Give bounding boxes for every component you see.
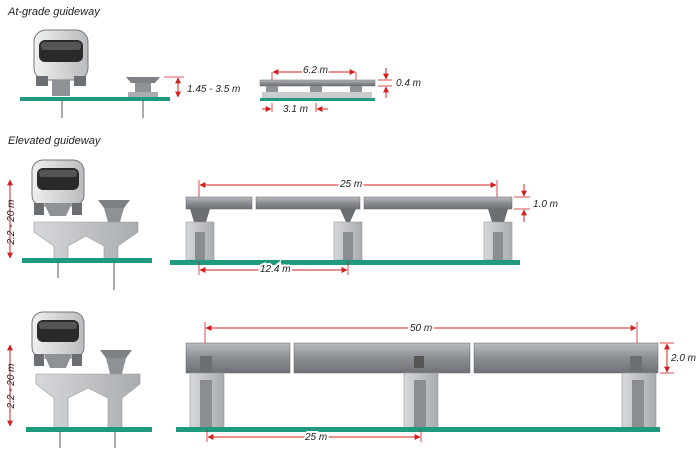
rail-support xyxy=(135,83,151,93)
elevated-2-beam-depth-label: 2.0 m xyxy=(670,353,696,364)
at-grade-beam-depth-label: 0.4 m xyxy=(396,78,421,89)
pier xyxy=(621,372,657,429)
at-grade-height-label: 1.45 - 3.5 m xyxy=(187,84,240,95)
bearing xyxy=(414,356,424,368)
pier xyxy=(185,221,215,261)
bearing xyxy=(488,209,508,222)
pier xyxy=(333,221,363,261)
beam-segment xyxy=(185,196,253,210)
elevated-2-span-label: 50 m xyxy=(410,323,432,334)
beam-segment xyxy=(473,342,659,374)
rail-support xyxy=(104,208,124,222)
bearing xyxy=(340,209,356,222)
pier xyxy=(483,221,513,261)
tie xyxy=(266,86,278,96)
elevated-1-cross-section: 2.2 - 20 m xyxy=(6,159,152,290)
elevated-1-height-label: 2.2 - 20 m xyxy=(6,199,17,245)
bearing xyxy=(630,356,642,376)
ground-line xyxy=(20,97,170,101)
guideway-rail xyxy=(100,350,132,358)
elevated-2-side-view: 50 m 25 m 2.0 m xyxy=(176,321,696,445)
at-grade-span-label: 6.2 m xyxy=(303,65,328,76)
tie xyxy=(310,86,322,96)
at-grade-tie-spacing-label: 3.1 m xyxy=(283,104,308,115)
elevated-2-height-label: 2.2 - 20 m xyxy=(6,363,17,409)
beam-segment xyxy=(363,196,513,210)
at-grade-side-view: 6.2 m 3.1 m 0.4 m xyxy=(259,64,421,115)
guideway-rail xyxy=(126,77,160,83)
pier xyxy=(403,372,439,429)
at-grade-cross-section: 1.45 - 3.5 m xyxy=(20,29,240,118)
beam-segment xyxy=(255,196,361,210)
rail-base xyxy=(128,92,158,98)
bearing xyxy=(190,209,210,222)
ground-line xyxy=(22,258,152,263)
beam-segment xyxy=(293,342,471,374)
vehicle-at-grade xyxy=(33,29,89,96)
elevated-1-side-view: 25 m 12.4 m 1.0 m xyxy=(170,177,558,277)
guideway-rail xyxy=(98,200,130,208)
elevated-2-cross-section: 2.2 - 20 m xyxy=(6,311,152,448)
elevated-1-beam-depth-label: 1.0 m xyxy=(533,199,558,210)
tie xyxy=(350,86,362,96)
at-grade-title: At-grade guideway xyxy=(8,6,100,18)
ground-line xyxy=(260,98,375,101)
slab xyxy=(262,92,372,98)
ground-line xyxy=(176,427,660,432)
ground-line xyxy=(170,260,520,265)
bearing xyxy=(200,356,212,376)
elevated-1-span-label: 25 m xyxy=(339,179,362,190)
elevated-2-pier-spacing-label: 25 m xyxy=(304,432,327,443)
rail-support xyxy=(106,358,126,374)
vehicle-elevated-2 xyxy=(31,311,85,368)
pier xyxy=(189,372,225,429)
elevated-1-pier-spacing-label: 12.4 m xyxy=(260,264,291,275)
t-pier xyxy=(33,221,139,261)
t-pier xyxy=(35,373,141,429)
ground-line xyxy=(26,427,152,432)
vehicle-elevated-1 xyxy=(31,159,85,216)
elevated-title: Elevated guideway xyxy=(8,135,101,147)
guideway-beam xyxy=(259,79,376,87)
